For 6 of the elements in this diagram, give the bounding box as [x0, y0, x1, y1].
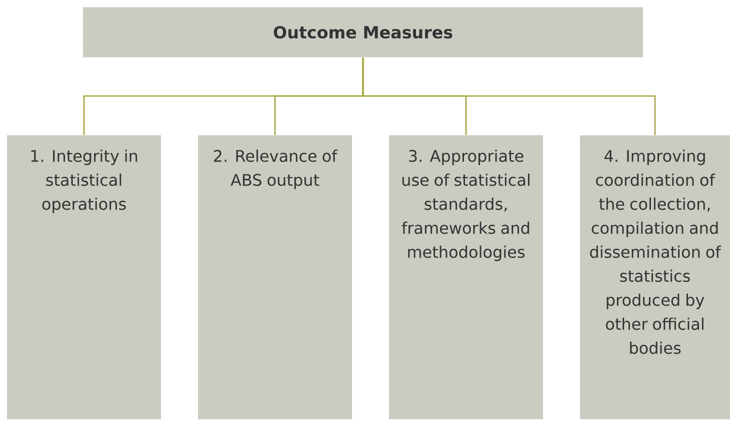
- title-box: Outcome Measures: [83, 7, 643, 58]
- category-box: 3. Appropriate use of statistical standards, frameworks and methodologies: [389, 135, 543, 420]
- category-box: 2. Relevance of ABS output: [198, 135, 352, 420]
- category-box: 4. Improving coordination of the collection, compilation and dissemination of statistics produced by other official bodies: [580, 135, 730, 420]
- connector-line: [362, 58, 656, 135]
- category-box: 1. Integrity in statistical operations: [7, 135, 161, 420]
